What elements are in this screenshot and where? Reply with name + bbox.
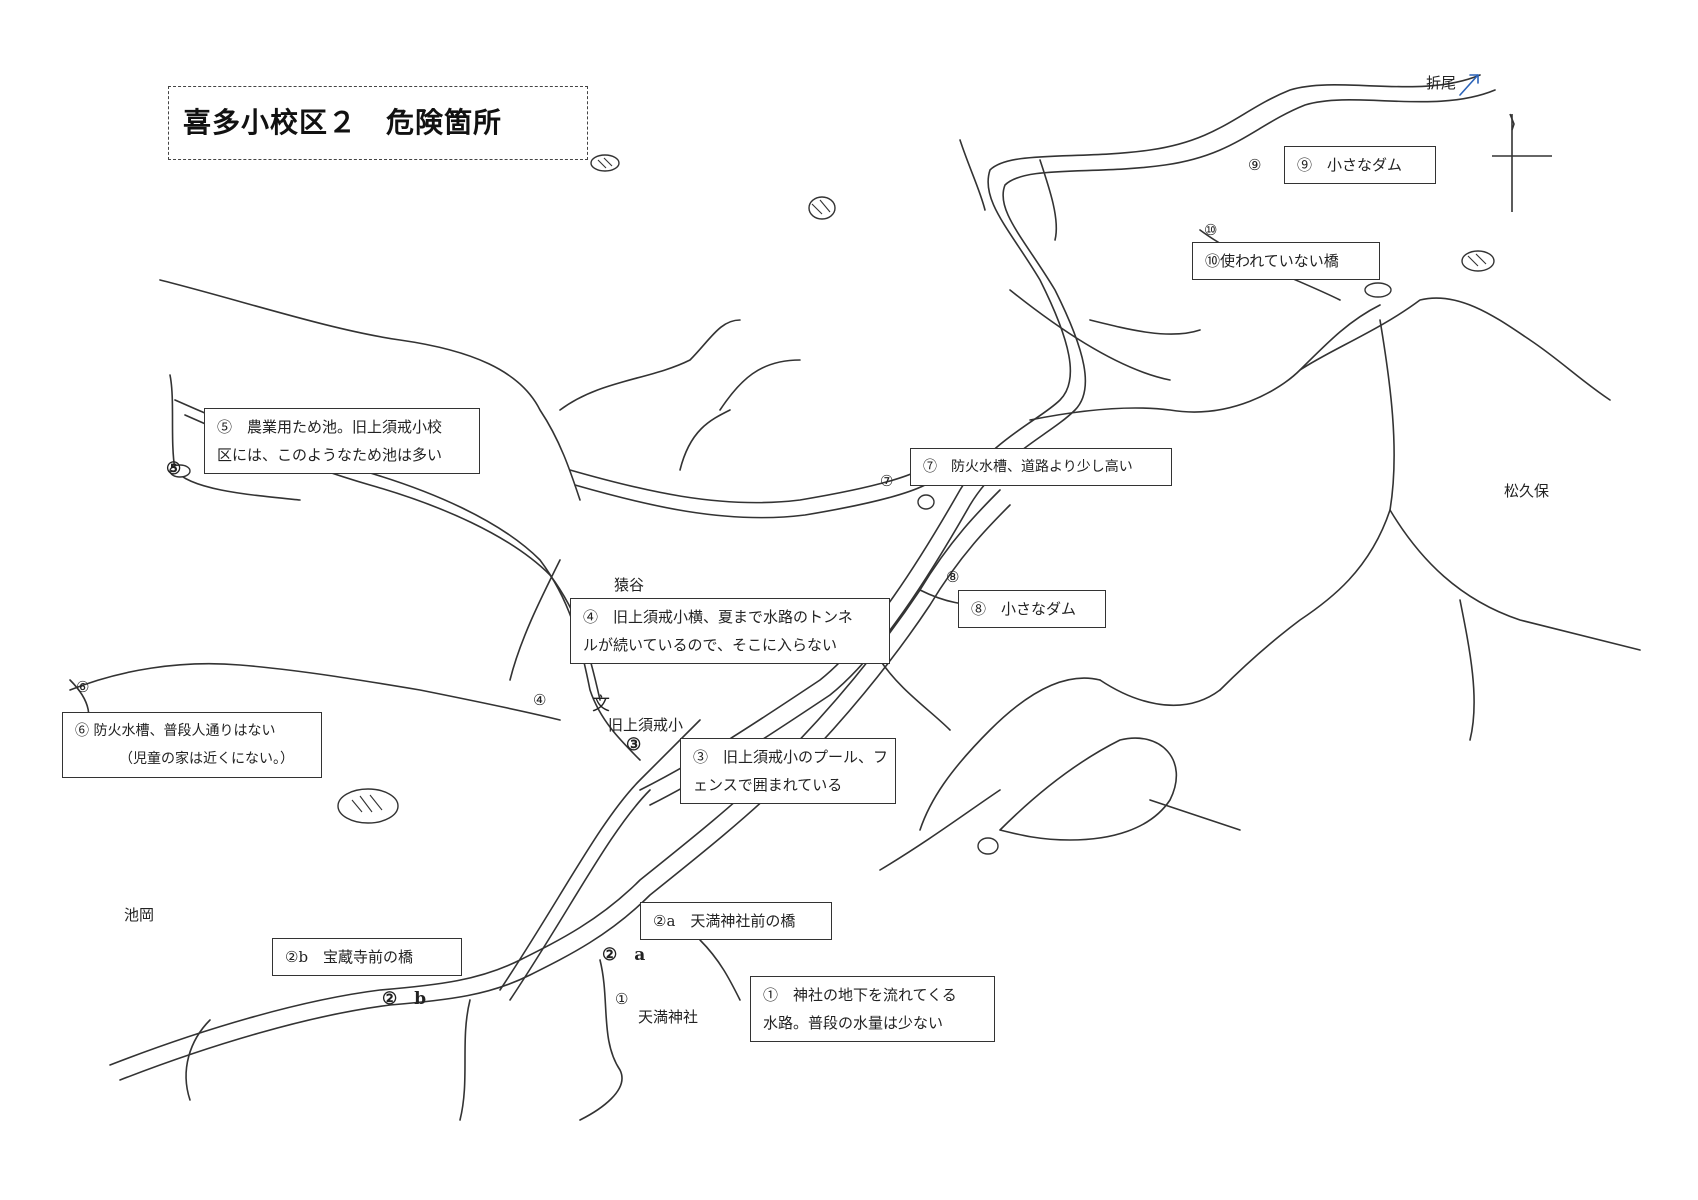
callout-7-line1: ⑦ 防火水槽、道路より少し高い [923,459,1133,475]
callout-4-line2: ルが続いているので、そこに入らない [583,636,837,654]
place-kyu-kamisukai-sho: 旧上須戒小 [608,716,684,734]
road [185,1019,211,1101]
road [679,409,731,471]
road [1219,319,1395,691]
callout-4-line1: ④ 旧上須戒小横、夏まで水路のトンネ [583,608,853,626]
page-title: 喜多小校区２ 危険箇所 [183,106,503,139]
callout-6: ⑥ 防火水槽、普段人通りはない （児童の家は近くにない。） [62,712,322,778]
callout-9: ⑨ 小さなダム [1284,146,1436,184]
callout-2b-line1: ②b 宝蔵寺前の橋 [285,948,414,966]
place-sarutani: 猿谷 [614,576,645,594]
callout-1: ① 神社の地下を流れてくる 水路。普段の水量は少ない [750,976,995,1042]
road [699,939,741,1001]
place-school-symbol: 文 [592,694,610,715]
north-arrow-head [1469,74,1479,84]
north-arrow [1459,74,1479,96]
callout-4: ④ 旧上須戒小横、夏まで水路のトンネ ルが続いているので、そこに入らない [570,598,890,664]
callout-10-line1: ⑩使われていない橋 [1205,252,1339,270]
road [719,359,801,411]
river [649,89,1496,806]
callout-1-line2: 水路。普段の水量は少ない [763,1014,944,1032]
pond [590,154,620,172]
marker-4: ④ [533,691,547,709]
main-road [119,504,1011,1081]
callout-7: ⑦ 防火水槽、道路より少し高い [910,448,1172,486]
road [574,484,926,519]
road [879,659,951,731]
callout-8: ⑧ 小さなダム [958,590,1106,628]
callout-8-line1: ⑧ 小さなダム [971,600,1077,618]
marker-6: ⑥ [76,678,90,696]
pond [1461,250,1495,272]
callout-6-line1: ⑥ 防火水槽、普段人通りはない [75,723,276,739]
callout-1-line1: ① 神社の地下を流れてくる [763,986,957,1004]
road [999,737,1178,841]
road [579,959,623,1121]
road [559,319,741,411]
callout-2a-line1: ②a 天満神社前の橋 [653,912,796,930]
road [1459,599,1475,741]
road [1009,289,1171,381]
marker-7: ⑦ [880,472,894,490]
road [1149,799,1241,831]
road [509,559,561,681]
road [459,999,471,1121]
callout-2b: ②b 宝蔵寺前の橋 [272,938,462,976]
pond [169,464,191,478]
pond [977,837,999,855]
pond [1364,282,1392,298]
callout-10: ⑩使われていない橋 [1192,242,1380,280]
road [509,789,651,1001]
title-box: 喜多小校区２ 危険箇所 [168,86,588,160]
callout-5-line1: ⑤ 農業用ため池。旧上須戒小校 [217,418,443,436]
marker-5: ⑤ [166,459,182,479]
road [879,789,1001,871]
pond [808,196,836,220]
callout-5: ⑤ 農業用ため池。旧上須戒小校 区には、このようなため池は多い [204,408,480,474]
marker-8: ⑧ [946,568,960,586]
callout-2a: ②a 天満神社前の橋 [640,902,832,940]
road [1299,297,1611,401]
callout-6-line2: （児童の家は近くにない。） [119,751,294,767]
callout-9-line1: ⑨ 小さなダム [1297,156,1403,174]
road [1389,509,1641,651]
road [1089,319,1201,335]
marker-10: ⑩ [1204,221,1218,239]
compass-icon [1492,113,1552,212]
place-tenman-jinja: 天満神社 [638,1008,699,1026]
callout-3-line2: ェンスで囲まれている [693,776,843,794]
road [919,677,1101,831]
marker-2a: ② a [602,945,646,965]
place-orio: 折尾 [1426,74,1457,92]
callout-5-line2: 区には、このようなため池は多い [217,446,443,464]
callout-3: ③ 旧上須戒小のプール、フ ェンスで囲まれている [680,738,896,804]
marker-1: ① [615,990,629,1008]
pond [917,494,935,510]
main-road [109,489,1001,1066]
road [159,279,581,501]
place-matsukubo: 松久保 [1504,482,1550,500]
callout-3-line1: ③ 旧上須戒小のプール、フ [693,748,889,766]
place-ikeoka: 池岡 [124,906,155,924]
marker-2b: ② b [382,989,427,1009]
marker-3: ③ [626,735,642,755]
road [959,139,986,211]
road [499,719,701,991]
road [69,662,561,721]
road [1099,679,1221,706]
road [1039,159,1058,241]
road [1029,304,1381,421]
marker-9: ⑨ [1248,156,1262,174]
